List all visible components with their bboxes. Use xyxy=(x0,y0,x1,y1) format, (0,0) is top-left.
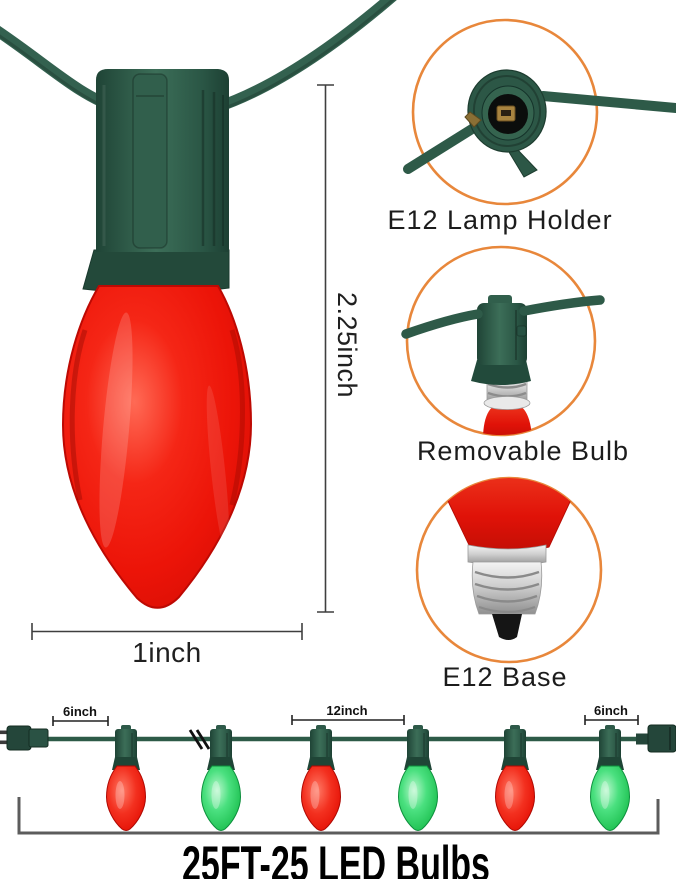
width-dimension-line xyxy=(31,623,303,640)
e12-base-callout-label: E12 Base xyxy=(442,662,568,692)
power-plug xyxy=(0,725,49,751)
callout-circle-e12-base xyxy=(415,476,603,664)
socket-clip xyxy=(132,73,168,249)
spacing-left-label: 6inch xyxy=(63,704,97,719)
lamp-socket-illustration xyxy=(82,69,230,294)
removable-bulb-callout-label: Removable Bulb xyxy=(416,436,630,466)
string-bulb-green xyxy=(397,765,439,831)
callout-circle-lamp-holder xyxy=(403,18,676,206)
lamp-holder-callout-label: E12 Lamp Holder xyxy=(387,205,613,235)
total-length-bracket xyxy=(17,797,660,835)
end-connector xyxy=(636,724,676,753)
string-bulb-green xyxy=(589,765,631,831)
product-title: 25FT-25 LED Bulbs xyxy=(182,836,490,879)
height-dimension-line xyxy=(317,84,334,613)
callout-circle-removable-bulb xyxy=(401,245,605,437)
spacing-right-arrow xyxy=(584,715,639,725)
spacing-left-arrow xyxy=(52,716,109,726)
cord-break-mark xyxy=(188,729,211,750)
string-bulb-red xyxy=(105,765,147,831)
spacing-middle-arrow xyxy=(291,715,405,725)
string-bulb-green xyxy=(200,765,242,831)
string-lights-illustration xyxy=(0,715,676,835)
bulb-width-label: 1inch xyxy=(132,637,202,668)
string-bulbs xyxy=(105,765,631,831)
bulb-height-label: 2.25inch xyxy=(332,291,362,399)
red-bulb-illustration xyxy=(61,285,253,609)
spacing-right-label: 6inch xyxy=(594,703,628,718)
string-sockets xyxy=(112,725,624,770)
string-bulb-red xyxy=(300,765,342,831)
string-bulb-red xyxy=(494,765,536,831)
spacing-middle-label: 12inch xyxy=(326,703,368,718)
